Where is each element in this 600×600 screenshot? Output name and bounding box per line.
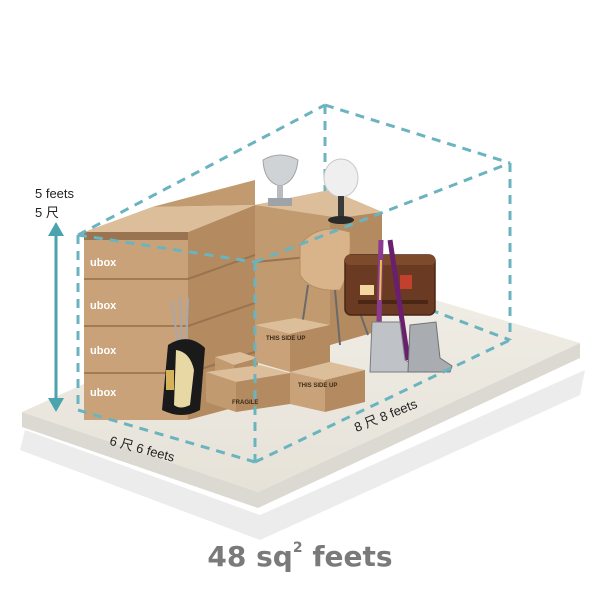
area-label: 48 sq2 feets [0, 540, 600, 573]
this-side-up-stamp-1: THIS SIDE UP [266, 336, 305, 342]
ubox-label-1: ubox [90, 257, 117, 269]
height-label-cn: 5 尺 [35, 205, 59, 220]
height-label-en: 5 feets [35, 186, 75, 201]
floor-shadow [20, 370, 585, 540]
small-boxes [206, 318, 365, 412]
suitcase-icon [344, 254, 436, 316]
fragile-stamp: FRAGILE [232, 400, 258, 406]
area-superscript: 2 [292, 540, 303, 556]
area-unit: feets [302, 540, 393, 573]
height-arrow [48, 222, 64, 412]
trophy-icon [262, 154, 299, 206]
this-side-up-stamp-2: THIS SIDE UP [298, 383, 337, 389]
area-value: 48 sq [207, 540, 293, 573]
ubox-label-2: ubox [90, 300, 117, 312]
ubox-label-3: ubox [90, 345, 117, 357]
mannequin-head-icon [323, 158, 359, 224]
unit-outline-front [76, 103, 512, 464]
ubox-label-4: ubox [90, 387, 117, 399]
ski-boots-icon [369, 321, 453, 373]
floor-side [22, 343, 580, 508]
golf-bag-icon [162, 295, 205, 415]
